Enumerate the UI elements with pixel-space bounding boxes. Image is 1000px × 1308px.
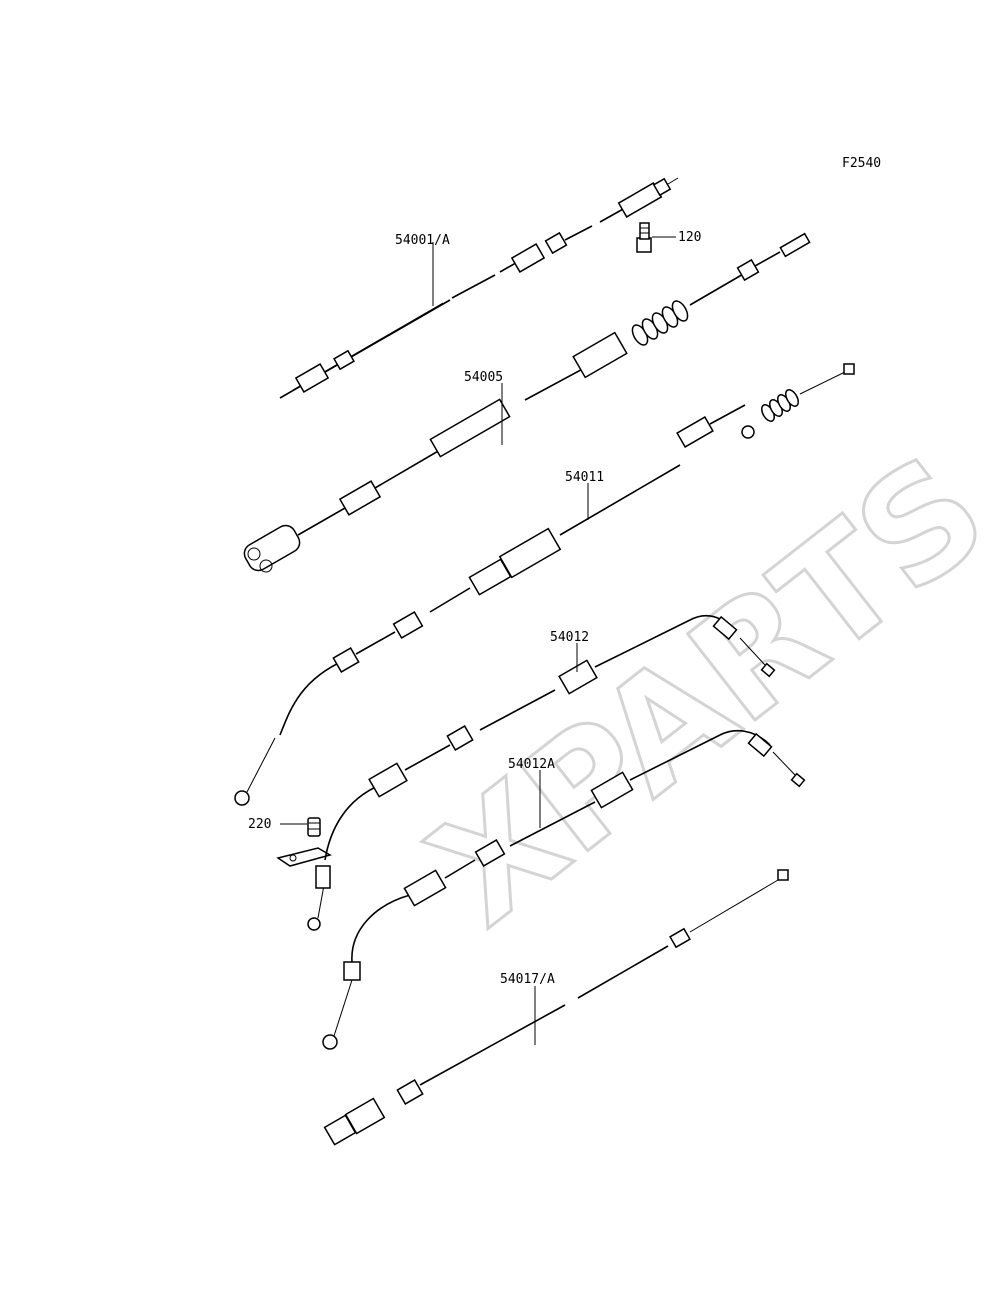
cable-54005[interactable] bbox=[241, 232, 811, 574]
cable-54017[interactable] bbox=[323, 869, 789, 1146]
label-54012: 54012 bbox=[550, 630, 589, 645]
watermark: XPARTS bbox=[399, 422, 1000, 960]
figure-code: F2540 bbox=[842, 156, 881, 171]
svg-text:XPARTS: XPARTS bbox=[401, 423, 1000, 958]
label-54017: 54017/A bbox=[500, 972, 555, 987]
label-54001: 54001/A bbox=[395, 233, 450, 248]
bolt-120[interactable] bbox=[636, 222, 652, 253]
label-54011: 54011 bbox=[565, 470, 604, 485]
cable-54012A[interactable] bbox=[322, 729, 806, 1050]
cable-54011[interactable] bbox=[234, 363, 855, 806]
fitting-220[interactable] bbox=[307, 817, 321, 837]
label-220: 220 bbox=[248, 817, 271, 832]
cable-54001[interactable] bbox=[279, 177, 679, 399]
cable-54012[interactable] bbox=[276, 614, 776, 931]
label-54005: 54005 bbox=[464, 370, 503, 385]
label-54012A: 54012A bbox=[508, 757, 555, 772]
label-120: 120 bbox=[678, 230, 701, 245]
